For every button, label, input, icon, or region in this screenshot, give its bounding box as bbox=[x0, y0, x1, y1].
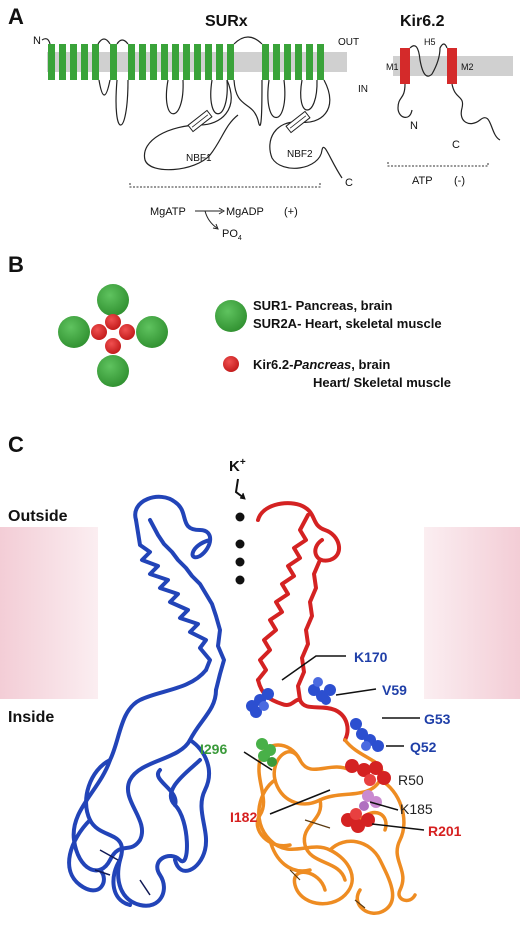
ion-column bbox=[235, 512, 245, 585]
legend-sur2a: SUR2A- Heart, skeletal muscle bbox=[253, 316, 442, 331]
nbf2-label: NBF2 bbox=[287, 149, 313, 160]
atp-label: ATP bbox=[412, 175, 433, 187]
legend-sur1: SUR1- Pancreas, brain bbox=[253, 298, 393, 313]
kir-c-terminus: C bbox=[452, 139, 460, 151]
legend-kir-line2: Heart/ Skeletal muscle bbox=[313, 375, 451, 390]
sur-outer-loops bbox=[97, 36, 263, 45]
nbf1-domain: NBF1 bbox=[143, 79, 239, 171]
label-r50: R50 bbox=[398, 772, 424, 788]
po4-label: PO4 bbox=[222, 228, 242, 242]
kir-c-tail bbox=[451, 83, 501, 141]
blue-subunit-ribbon bbox=[67, 494, 226, 908]
legend-kir-line1: Kir6.2-Pancreas, brain bbox=[253, 357, 390, 372]
label-k185: K185 bbox=[400, 801, 433, 817]
residue-r50-atoms bbox=[345, 759, 391, 786]
atp-minus: (-) bbox=[454, 175, 465, 187]
katp-complex bbox=[58, 284, 168, 387]
mgadp-label: MgADP bbox=[226, 206, 264, 218]
label-r201: R201 bbox=[428, 823, 462, 839]
label-g53: G53 bbox=[424, 711, 451, 727]
mgatp-reaction: MgATP MgADP (+) PO4 bbox=[150, 206, 298, 242]
kir-topology: H5 M1 M2 N C ATP (-) bbox=[386, 37, 501, 187]
red-subunit-ribbon bbox=[256, 501, 350, 742]
m2-helix bbox=[447, 48, 457, 84]
nbf1-label: NBF1 bbox=[186, 153, 212, 164]
sur-subunit-bottom bbox=[97, 355, 129, 387]
label-q52: Q52 bbox=[410, 739, 437, 755]
membrane-right bbox=[424, 527, 520, 699]
residue-r201-atoms bbox=[341, 808, 375, 833]
kir-title: Kir6.2 bbox=[400, 13, 445, 30]
m2-label: M2 bbox=[461, 62, 474, 72]
kir-subunit-bottom bbox=[105, 338, 121, 354]
legend-kir-swatch bbox=[223, 356, 239, 372]
panel-a-letter: A bbox=[8, 4, 24, 29]
membrane-left bbox=[0, 527, 98, 699]
sur-subunit-left bbox=[58, 316, 90, 348]
panel-b: B SUR1- Pancreas, brain SUR2A- Heart, sk… bbox=[8, 252, 451, 390]
panel-c-letter: C bbox=[8, 432, 24, 457]
label-i182: I182 bbox=[230, 809, 257, 825]
label-k170: K170 bbox=[354, 649, 388, 665]
label-v59: V59 bbox=[382, 682, 407, 698]
label-i296: I296 bbox=[200, 741, 227, 757]
residue-i296-atoms bbox=[256, 738, 277, 767]
orange-subunit-ribbon bbox=[255, 738, 417, 915]
mgadp-plus: (+) bbox=[284, 206, 298, 218]
sur-n-terminus: N bbox=[33, 35, 41, 47]
sur-n-tail bbox=[41, 38, 51, 45]
out-label: OUT bbox=[338, 37, 359, 48]
sur-bracket bbox=[129, 183, 321, 188]
panel-b-letter: B bbox=[8, 252, 24, 277]
h5-label: H5 bbox=[424, 37, 436, 47]
residue-k170-atoms bbox=[246, 688, 274, 718]
legend-sur-swatch bbox=[215, 300, 247, 332]
kir-subunit-right bbox=[119, 324, 135, 340]
sur-subunit-top bbox=[97, 284, 129, 316]
sur-subunit-right bbox=[136, 316, 168, 348]
h5-pore-loop bbox=[409, 43, 448, 77]
sur-c-terminus: C bbox=[345, 177, 353, 189]
kir-bracket bbox=[387, 162, 489, 167]
m1-label: M1 bbox=[386, 62, 399, 72]
inside-label: Inside bbox=[8, 709, 54, 726]
sur-tm-helices bbox=[48, 44, 324, 80]
outside-label: Outside bbox=[8, 508, 68, 525]
panel-c: C Outside Inside K+ bbox=[0, 432, 520, 915]
in-label: IN bbox=[358, 84, 368, 95]
nbf2-domain: NBF2 C bbox=[269, 79, 353, 189]
panel-a: A SURx Kir6.2 OUT IN N bbox=[8, 4, 513, 242]
residue-leader-lines bbox=[243, 655, 425, 831]
surx-title: SURx bbox=[205, 13, 248, 30]
kir-n-terminus: N bbox=[410, 120, 418, 132]
residue-g53-q52-atoms bbox=[350, 718, 384, 752]
sur-inner-loops bbox=[98, 79, 318, 126]
m1-helix bbox=[400, 48, 410, 84]
mgatp-label: MgATP bbox=[150, 206, 186, 218]
kir-n-tail bbox=[397, 83, 413, 118]
potassium-label: K+ bbox=[229, 457, 246, 475]
residue-v59-atoms bbox=[308, 677, 336, 705]
kir-subunit-left bbox=[91, 324, 107, 340]
kir-subunit-top bbox=[105, 314, 121, 330]
